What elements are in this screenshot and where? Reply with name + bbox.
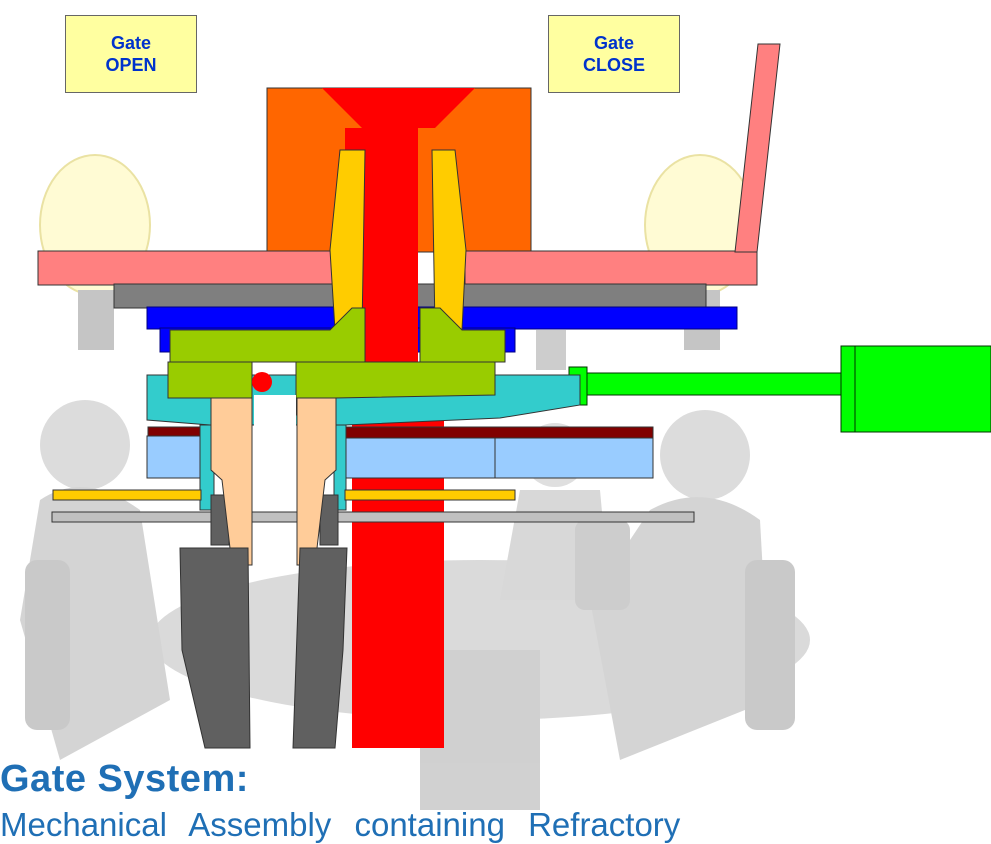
figure-left-head [40,400,130,490]
chair-right [745,560,795,730]
yellow-strip-left [52,489,202,501]
light-blue-plate-left [146,435,202,479]
top-frame-right [464,250,758,286]
indicator-ball [252,372,272,392]
figure-right-body [590,497,770,760]
submerged-nozzle-right [296,397,337,566]
shroud-right [292,547,348,749]
gate-open-line2: OPEN [105,55,157,75]
light-blue-plate-right-a [344,437,496,479]
bulb-left-base [78,290,114,350]
bulb-mid-base [536,330,566,370]
molten-stream-top [322,88,475,128]
chair-back [575,520,630,610]
top-frame-left [37,250,334,286]
nozzle-gap [254,395,296,565]
actuator-rod [583,372,843,396]
yellow-strip-right [344,489,516,501]
nozzle-insert-right [431,149,467,331]
grey-base-plate [51,511,695,523]
actuator-cylinder [854,345,991,433]
gate-close-line2: CLOSE [582,55,645,75]
gate-open-label: Gate OPEN [65,15,197,93]
gate-open-line1: Gate [110,33,152,53]
chair-left [25,560,70,730]
dark-red-strip-right [344,426,654,440]
gate-close-line1: Gate [593,33,635,53]
figure-right-head [660,410,750,500]
gate-close-label: Gate CLOSE [548,15,680,93]
shroud-left [179,547,251,749]
top-frame-arm [734,43,781,253]
actuator-cylinder-cap [840,345,857,433]
light-blue-plate-right-b [494,437,654,479]
caption-title: Gate System: [0,758,249,800]
caption-line: Mechanical Assembly containing Refractor… [0,806,681,843]
hydraulic-actuator [568,345,991,433]
